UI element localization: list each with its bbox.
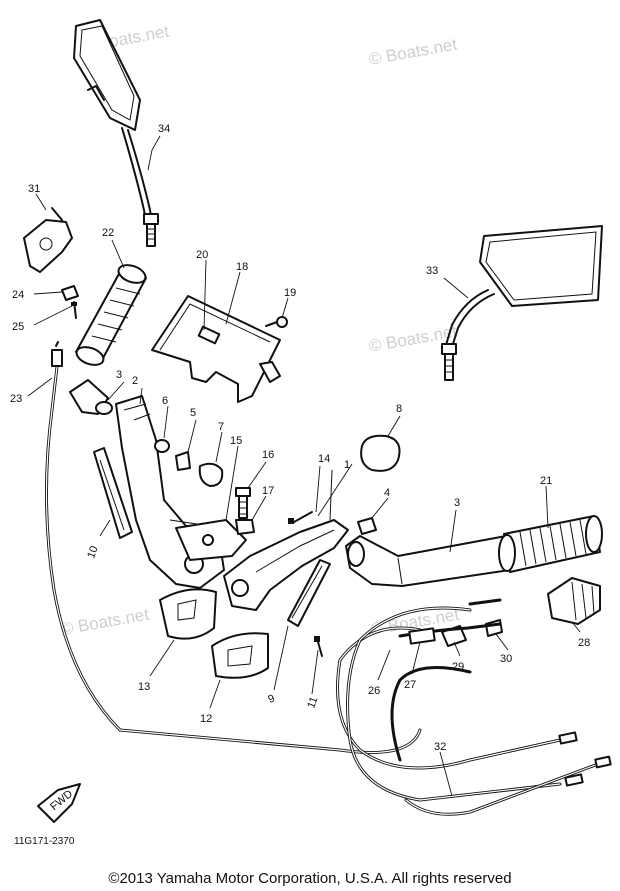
callout-14: 14 xyxy=(318,453,330,465)
small-fasteners xyxy=(154,439,224,487)
callout-16: 16 xyxy=(262,449,274,461)
callout-1: 1 xyxy=(344,459,350,471)
callout-22: 22 xyxy=(102,227,114,239)
watermark: © Boats.net xyxy=(367,35,458,69)
callout-21: 21 xyxy=(540,475,552,487)
callout-33: 33 xyxy=(426,265,438,277)
right-switch xyxy=(547,577,601,625)
callout-8: 8 xyxy=(396,403,402,415)
screws xyxy=(288,511,323,657)
callout-11: 11 xyxy=(305,695,320,710)
callout-labels: 1 2 3 3 4 5 6 7 8 9 10 11 12 13 14 15 16… xyxy=(10,123,590,753)
right-handlebar-holder xyxy=(223,469,349,611)
clamp-parts xyxy=(61,285,79,319)
left-bar-end xyxy=(69,379,113,415)
callout-25: 25 xyxy=(12,321,24,333)
callout-20: 20 xyxy=(196,249,208,261)
callout-29: 29 xyxy=(452,661,464,673)
callout-31: 31 xyxy=(28,183,40,195)
callout-3-right: 3 xyxy=(454,497,460,509)
nut xyxy=(357,517,377,535)
callout-24: 24 xyxy=(12,289,24,301)
callout-15: 15 xyxy=(230,435,242,447)
copyright-notice: ©2013 Yamaha Motor Corporation, U.S.A. A… xyxy=(108,870,512,887)
callout-3-left: 3 xyxy=(116,369,122,381)
cap xyxy=(360,434,401,472)
callout-23: 23 xyxy=(10,393,22,405)
callout-7: 7 xyxy=(218,421,224,433)
callout-12: 12 xyxy=(200,713,212,725)
throttle-grip xyxy=(498,515,603,573)
callout-17: 17 xyxy=(262,485,274,497)
leader-lines xyxy=(27,135,581,797)
right-handlebar xyxy=(345,535,511,587)
left-grip xyxy=(75,264,147,366)
callout-2: 2 xyxy=(132,375,138,387)
callout-32: 32 xyxy=(434,741,446,753)
callout-27: 27 xyxy=(404,679,416,691)
callout-9: 9 xyxy=(267,693,277,706)
holder-caps xyxy=(159,588,269,679)
left-switch xyxy=(23,207,73,273)
handlebar-cover xyxy=(151,295,288,403)
callout-6: 6 xyxy=(162,395,168,407)
callout-4: 4 xyxy=(384,487,390,499)
diagram-code: 11G171-2370 xyxy=(14,836,75,847)
callout-34: 34 xyxy=(158,123,170,135)
right-mirror xyxy=(441,225,603,381)
callout-18: 18 xyxy=(236,261,248,273)
center-bolts xyxy=(235,487,255,535)
callout-13: 13 xyxy=(138,681,150,693)
callout-10: 10 xyxy=(85,544,100,560)
left-bracket xyxy=(93,447,133,539)
callout-5: 5 xyxy=(190,407,196,419)
left-mirror xyxy=(73,19,159,247)
left-handlebar-holder xyxy=(115,395,247,589)
callout-26: 26 xyxy=(368,685,380,697)
callout-19: 19 xyxy=(284,287,296,299)
callout-28: 28 xyxy=(578,637,590,649)
cables xyxy=(44,341,612,816)
callout-30: 30 xyxy=(500,653,512,665)
fwd-arrow-icon: FWD xyxy=(37,783,81,823)
right-bracket xyxy=(287,559,331,627)
watermark: © Boats.net xyxy=(59,605,150,639)
